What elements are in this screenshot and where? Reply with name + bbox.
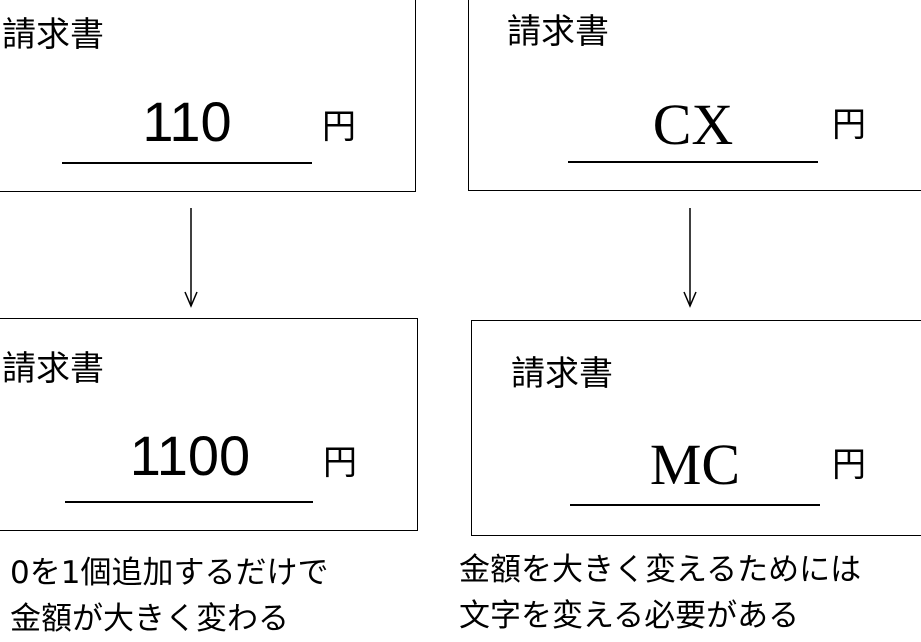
down-arrow-icon xyxy=(683,208,697,308)
caption-left: 0を1個追加するだけで 金額が大きく変わる xyxy=(10,550,328,642)
invoice-box-left-after xyxy=(0,318,418,531)
caption-line: 金額が大きく変わる xyxy=(10,601,289,637)
down-arrow-icon xyxy=(184,208,198,308)
invoice-amount: CX xyxy=(652,92,734,157)
caption-line: 文字を変える必要がある xyxy=(459,598,800,634)
yen-unit: 円 xyxy=(322,107,356,147)
invoice-amount: MC xyxy=(649,432,741,497)
invoice-box-right-after xyxy=(471,320,921,536)
invoice-amount: 1100 xyxy=(129,424,251,487)
invoice-box-left-before xyxy=(0,0,416,192)
amount-underline xyxy=(568,161,818,163)
amount-underline xyxy=(62,162,312,164)
yen-unit: 円 xyxy=(832,105,866,145)
caption-line: 0を1個追加するだけで xyxy=(10,555,329,591)
invoice-box-right-before xyxy=(468,0,921,191)
yen-unit: 円 xyxy=(832,445,866,485)
yen-unit: 円 xyxy=(323,443,357,483)
caption-line: 金額を大きく変えるためには xyxy=(459,552,862,588)
amount-underline xyxy=(65,501,313,503)
invoice-title: 請求書 xyxy=(2,349,104,389)
invoice-title: 請求書 xyxy=(2,15,104,55)
invoice-title: 請求書 xyxy=(507,12,609,52)
amount-underline xyxy=(570,504,820,506)
caption-right: 金額を大きく変えるためには 文字を変える必要がある xyxy=(459,547,861,639)
invoice-title: 請求書 xyxy=(511,354,613,394)
invoice-amount: 110 xyxy=(142,90,232,153)
